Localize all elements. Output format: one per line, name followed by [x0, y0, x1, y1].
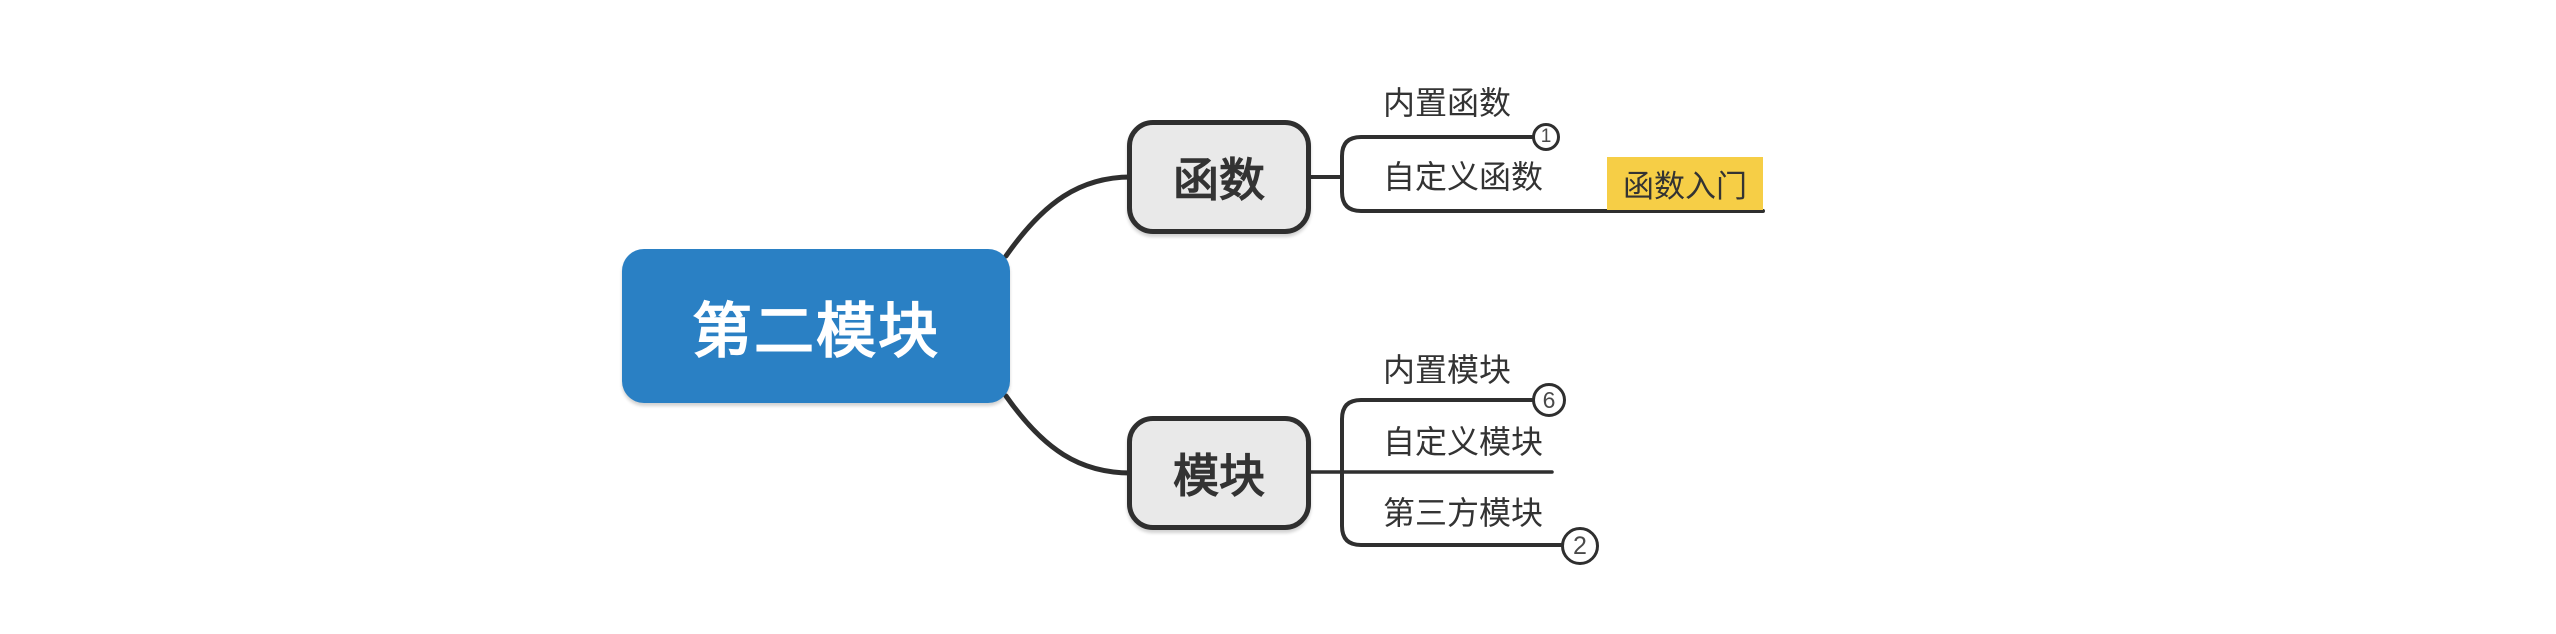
connector-root-to-hanshu [1003, 174, 1134, 259]
collapse-badge-count: 2 [1573, 531, 1587, 560]
branch-topic-label: 函数 [1173, 154, 1265, 206]
collapse-badge-count: 1 [1540, 126, 1552, 147]
collapse-badge-count: 6 [1542, 386, 1556, 413]
underline-neizhi-hanshu [1340, 135, 1534, 179]
subtopic-neizhi-hanshu[interactable]: 内置函数 [1383, 85, 1512, 121]
collapse-badge-disanfang-mokuai[interactable]: 2 [1561, 527, 1599, 565]
subtopic-zidingyi-hanshu[interactable]: 自定义函数 [1383, 159, 1544, 195]
subtopic-neizhi-mokuai[interactable]: 内置模块 [1383, 352, 1512, 388]
underline-zidingyi-hanshu [1340, 175, 1765, 213]
underline-disanfang-mokuai [1340, 470, 1563, 547]
branch-topic-label: 模块 [1173, 450, 1265, 502]
collapse-badge-neizhi-hanshu[interactable]: 1 [1532, 123, 1560, 151]
root-topic-label: 第二模块 [692, 297, 940, 365]
branch-topic-hanshu[interactable]: 函数 [1127, 120, 1311, 234]
highlight-topic-label: 函数入门 [1623, 169, 1747, 204]
branch-topic-mokuai[interactable]: 模块 [1127, 416, 1311, 530]
subtopic-zidingyi-mokuai[interactable]: 自定义模块 [1383, 424, 1544, 460]
subtopic-hanshu-rumen-highlighted[interactable]: 函数入门 [1607, 157, 1763, 210]
connector-root-to-mokuai [1003, 393, 1134, 476]
underline-neizhi-mokuai [1340, 398, 1534, 474]
collapse-badge-neizhi-mokuai[interactable]: 6 [1532, 383, 1566, 417]
root-topic[interactable]: 第二模块 [622, 249, 1010, 403]
subtopic-disanfang-mokuai[interactable]: 第三方模块 [1383, 495, 1544, 531]
